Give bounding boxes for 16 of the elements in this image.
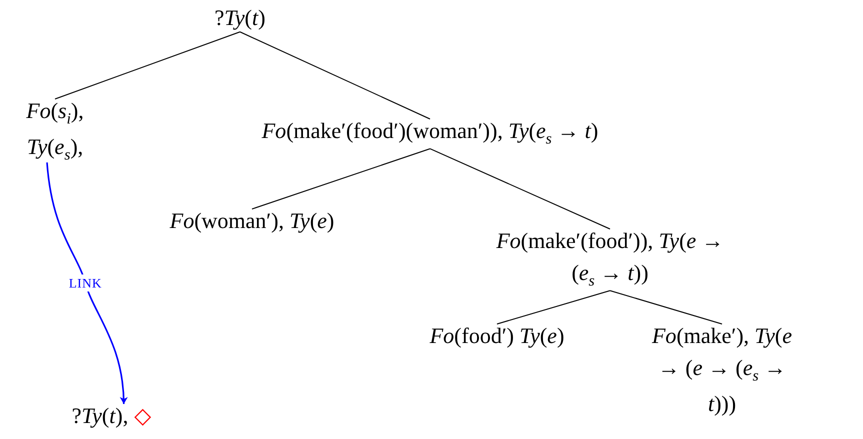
tree-branch-line — [54, 31, 240, 100]
link-arrow — [46, 162, 128, 404]
tree-branch-line — [240, 31, 430, 120]
tree-branch-line — [430, 148, 610, 230]
formula-label: Fo(make′), Ty(e → (e → (e$_{s}$ → t))) — [652, 322, 792, 418]
formula-label: Fo(s$_{i}$), Ty(e$_{s}$), — [25, 97, 85, 166]
formula-label: Fo(woman′), Ty(e) — [170, 207, 334, 235]
formula-label: ?Ty(t) — [214, 4, 266, 32]
formula-label: Fo(make′(food′)(woman′)), Ty(e$_{s}$ → t) — [262, 117, 598, 150]
tree-branch-line — [496, 290, 610, 324]
formula-label: ?Ty(t), — [72, 402, 128, 430]
formula-label: Fo(make′(food′)), Ty(e → (e$_{s}$ → t)) — [495, 227, 725, 292]
tree-branch-line — [610, 290, 722, 324]
formula-label: Fo(food′) Ty(e) — [430, 322, 564, 350]
tree-branch-line — [252, 148, 430, 210]
diamond-symbol: ◇ — [134, 402, 152, 430]
